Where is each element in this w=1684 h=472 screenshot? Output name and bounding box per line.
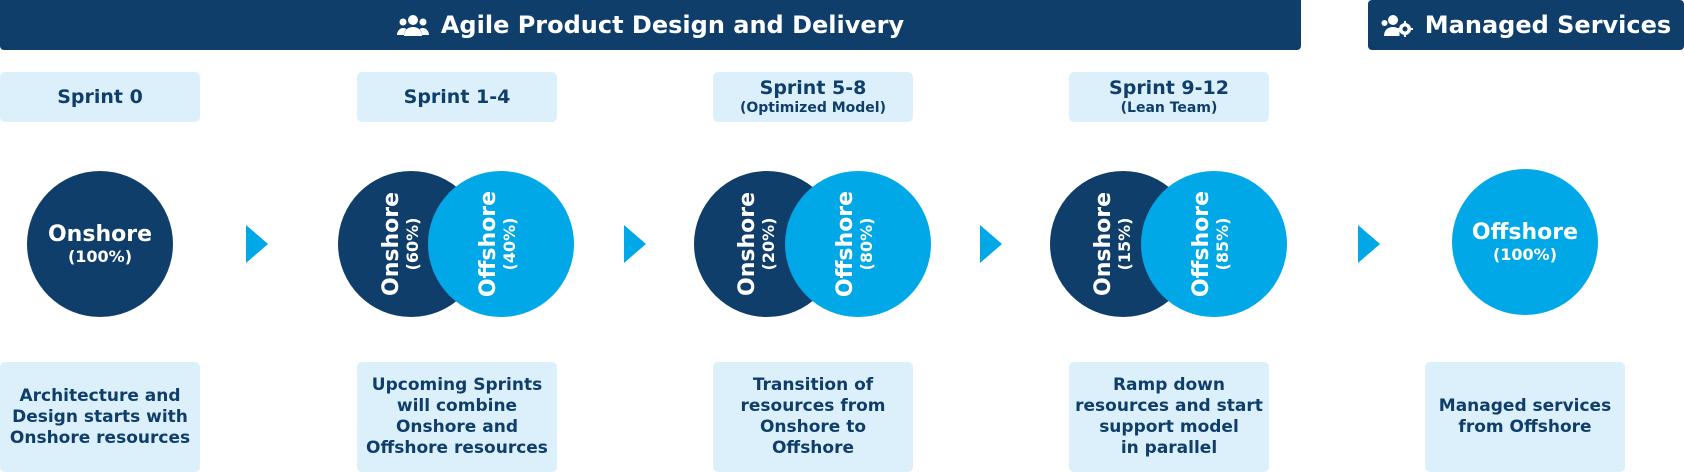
onshore-circle: Onshore (100%)	[27, 171, 173, 317]
chevron-right-icon	[1358, 225, 1380, 263]
offshore-title: Offshore	[833, 190, 858, 298]
onshore-title: Onshore	[47, 222, 152, 247]
stage-description: Transition of resources from Onshore to …	[713, 362, 913, 472]
offshore-vertical-label: Offshore (80%)	[833, 190, 876, 298]
managed-services-banner: Managed Services	[1368, 0, 1684, 50]
managed-services-title: Managed Services	[1424, 11, 1672, 39]
onshore-title: Onshore	[1091, 191, 1116, 297]
onshore-vertical-label: Onshore (15%)	[1091, 191, 1134, 297]
offshore-vertical-label: Offshore (40%)	[476, 190, 519, 298]
stage-label-text: Sprint 1-4	[403, 86, 511, 108]
stage-sublabel-text: (Lean Team)	[1120, 100, 1218, 116]
stage-label-sprint-9-12: Sprint 9-12 (Lean Team)	[1069, 72, 1269, 122]
offshore-percent: (100%)	[1492, 245, 1558, 264]
offshore-circle: Offshore (100%)	[1452, 169, 1598, 315]
agile-banner-title: Agile Product Design and Delivery	[440, 11, 905, 39]
offshore-circle	[785, 171, 931, 317]
stage-label-text: Sprint 5-8	[759, 77, 867, 99]
onshore-title: Onshore	[379, 191, 404, 297]
offshore-title: Offshore	[1189, 190, 1214, 298]
onshore-percent: (20%)	[759, 217, 778, 271]
onshore-vertical-label: Onshore (60%)	[379, 191, 422, 297]
offshore-percent: (40%)	[500, 217, 519, 271]
offshore-title: Offshore	[1471, 220, 1579, 245]
chevron-right-icon	[624, 225, 646, 263]
offshore-circle	[1141, 171, 1287, 317]
team-gear-icon	[1381, 13, 1413, 37]
onshore-percent: (15%)	[1115, 217, 1134, 271]
chevron-right-icon	[980, 225, 1002, 263]
stage-label-sprint-5-8: Sprint 5-8 (Optimized Model)	[713, 72, 913, 122]
stage-label-text: Sprint 9-12	[1109, 77, 1229, 99]
team-icon	[396, 13, 429, 37]
stage-label-text: Sprint 0	[57, 86, 143, 108]
offshore-vertical-label: Offshore (85%)	[1189, 190, 1232, 298]
onshore-vertical-label: Onshore (20%)	[735, 191, 778, 297]
onshore-percent: (100%)	[67, 247, 133, 266]
agile-banner: Agile Product Design and Delivery	[0, 0, 1301, 50]
stage-sublabel-text: (Optimized Model)	[739, 100, 886, 116]
offshore-title: Offshore	[476, 190, 501, 298]
offshore-percent: (85%)	[1213, 217, 1232, 271]
stage-description: Ramp down resources and start support mo…	[1069, 362, 1269, 472]
offshore-circle	[428, 171, 574, 317]
stage-description: Architecture and Design starts with Onsh…	[0, 362, 200, 472]
stage-label-sprint-1-4: Sprint 1-4	[357, 72, 557, 122]
onshore-percent: (60%)	[403, 217, 422, 271]
stage-description: Managed services from Offshore	[1425, 362, 1625, 472]
stage-label-sprint-0: Sprint 0	[0, 72, 200, 122]
onshore-title: Onshore	[735, 191, 760, 297]
stage-description: Upcoming Sprints will combine Onshore an…	[357, 362, 557, 472]
offshore-percent: (80%)	[857, 217, 876, 271]
chevron-right-icon	[246, 225, 268, 263]
